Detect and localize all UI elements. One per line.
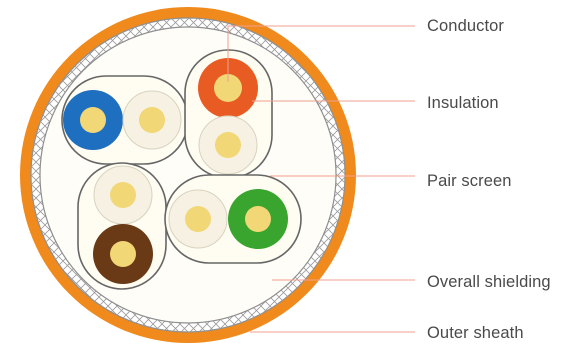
conductor-brown bbox=[110, 241, 136, 267]
conductor-white-green-pair bbox=[185, 206, 211, 232]
leader-lines bbox=[227, 25, 415, 333]
conductor-green bbox=[245, 206, 271, 232]
conductor-white-brown-pair bbox=[110, 182, 136, 208]
label-conductor: Conductor bbox=[427, 17, 505, 35]
pair-brown-white bbox=[77, 162, 167, 290]
pair-orange-white bbox=[184, 49, 273, 179]
conductor-white-orange-pair bbox=[215, 132, 241, 158]
pair-green-white bbox=[164, 174, 302, 264]
overall-shielding bbox=[30, 17, 346, 333]
conductor-blue bbox=[80, 107, 106, 133]
label-overall-shielding: Overall shielding bbox=[427, 273, 551, 291]
label-insulation: Insulation bbox=[427, 94, 499, 112]
conductor-orange bbox=[214, 74, 242, 102]
pair-blue-white bbox=[61, 75, 189, 165]
label-outer-sheath: Outer sheath bbox=[427, 324, 524, 342]
label-pair-screen: Pair screen bbox=[427, 172, 512, 190]
leader-conductor bbox=[227, 25, 415, 82]
conductor-white-blue-pair bbox=[139, 107, 165, 133]
